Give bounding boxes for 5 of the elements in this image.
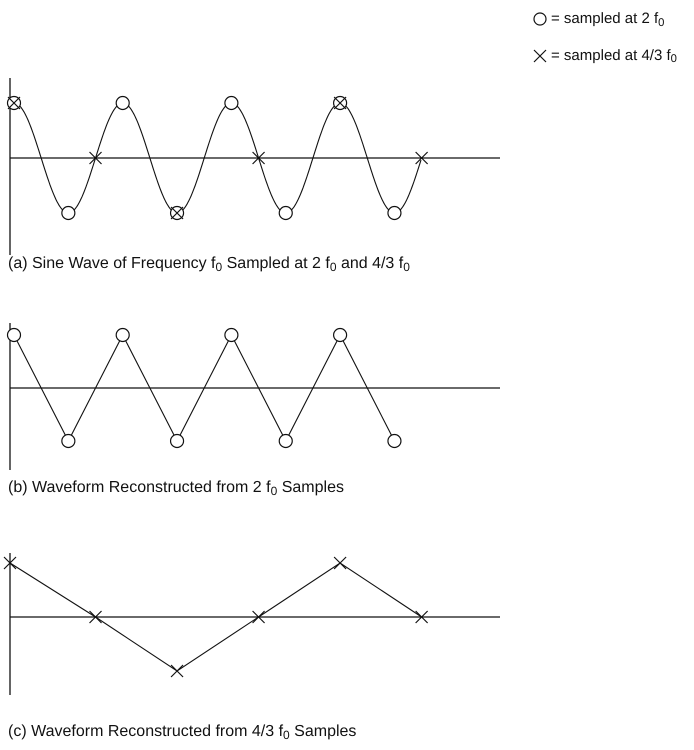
caption: (a) Sine Wave of Frequency f$_{0}$ Sampled at 2 f$_{0}$ and 4/3 f$_{0}$ (8, 254, 410, 276)
caption: (c) Waveform Reconstructed from 4/3 f$_{0}$ Samples (8, 722, 356, 744)
legend-text: = sampled at 2 f$_{0}$ (551, 9, 664, 30)
caption: (b) Waveform Reconstructed from 2 f$_{0}$ Samples (8, 478, 344, 500)
legend-text: = sampled at 4/3 f$_{0}$ (551, 46, 677, 67)
